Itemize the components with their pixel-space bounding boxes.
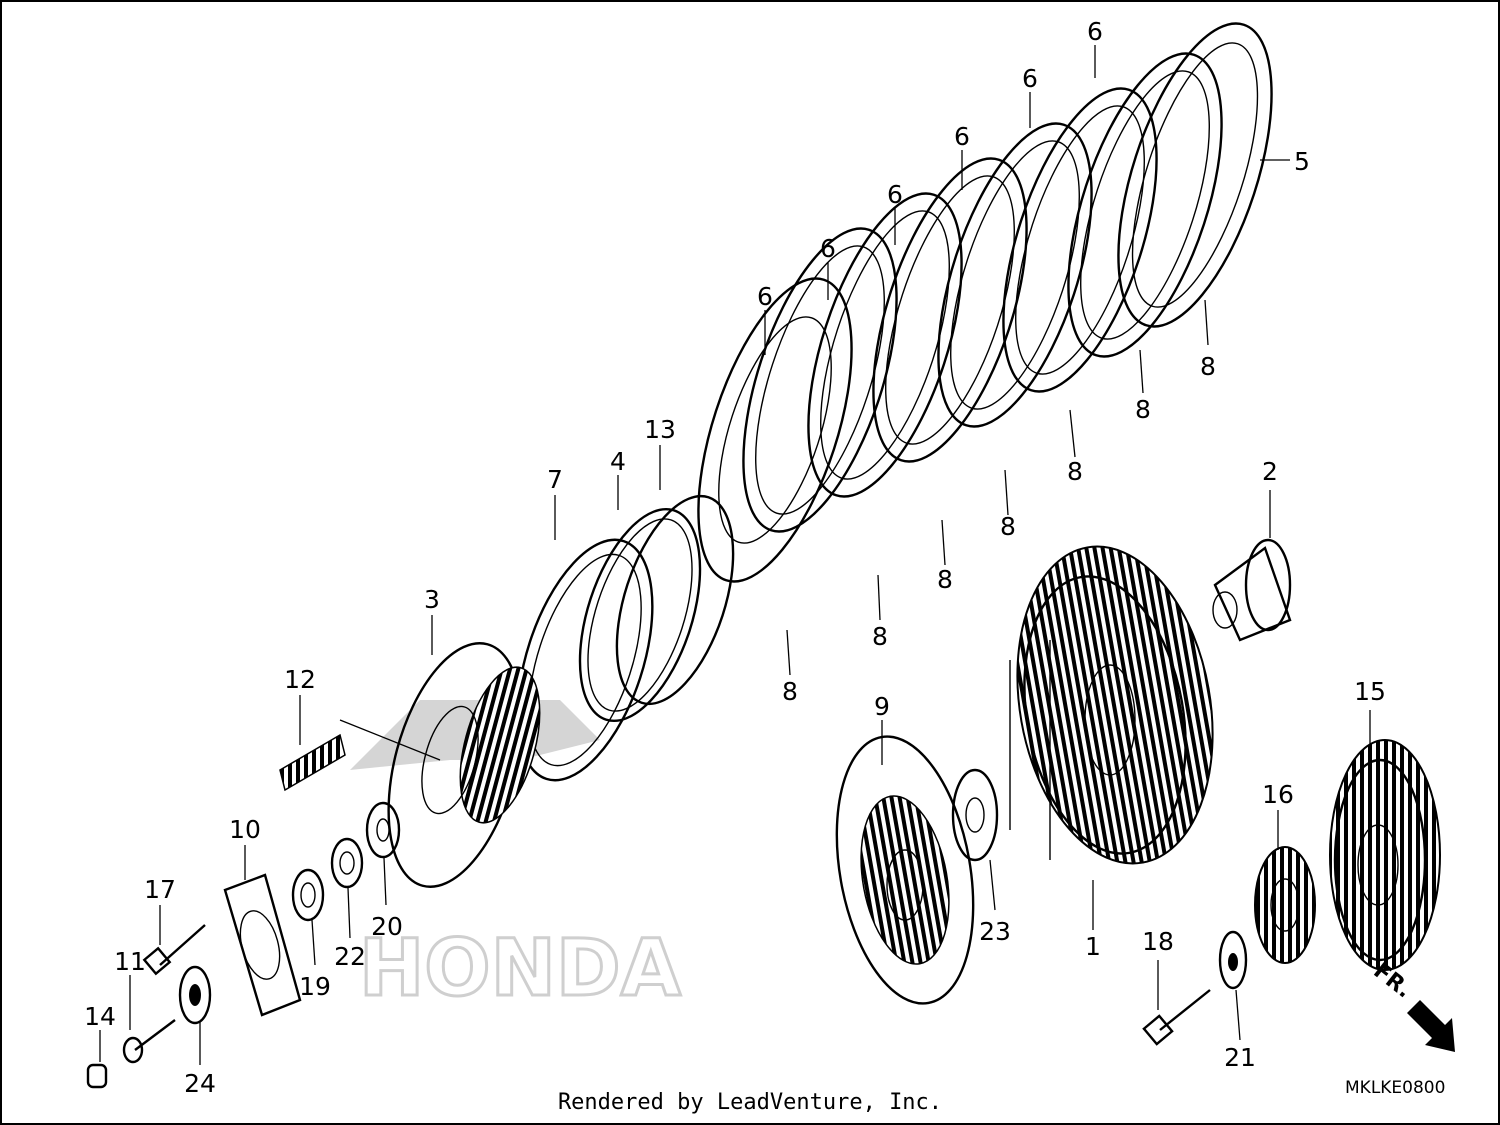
- clutch-plate-stack: [697, 52, 1223, 583]
- callout-13: 13: [644, 415, 676, 444]
- part-9-clutch-center[interactable]: [818, 726, 993, 1014]
- callout-8: 8: [1200, 352, 1216, 381]
- callout-8: 8: [1135, 395, 1151, 424]
- part-4-spring-seat[interactable]: [557, 494, 724, 735]
- part-7-plate[interactable]: [491, 523, 679, 797]
- part-22-washer[interactable]: [330, 837, 364, 889]
- part-21-washer[interactable]: [1218, 930, 1248, 990]
- callout-12: 12: [284, 665, 316, 694]
- callout-6: 6: [1087, 17, 1103, 46]
- part-19-nut[interactable]: [291, 868, 325, 922]
- callout-3: 3: [424, 585, 440, 614]
- part-15-gear[interactable]: [1329, 739, 1441, 971]
- part-13-ring[interactable]: [594, 482, 756, 718]
- callout-10: 10: [229, 815, 261, 844]
- part-17-bolt[interactable]: [142, 924, 206, 976]
- callout-4: 4: [610, 447, 626, 476]
- callout-labels: 6 6 6 6 6 6 5 8 8 8 8 8 8 8 13 4 7 3 2 1…: [84, 17, 1445, 1098]
- part-11-pin[interactable]: [122, 1019, 176, 1064]
- part-3-pressure-plate[interactable]: [365, 629, 555, 902]
- callout-8: 8: [1000, 512, 1016, 541]
- callout-16: 16: [1262, 780, 1294, 809]
- callout-24: 24: [184, 1069, 216, 1098]
- part-14-pin[interactable]: [86, 1063, 108, 1089]
- callout-1: 1: [1085, 932, 1101, 961]
- callout-17: 17: [144, 875, 176, 904]
- part-23-washer[interactable]: [951, 768, 999, 862]
- part-24-bearing[interactable]: [178, 965, 212, 1025]
- callout-11: 11: [114, 947, 146, 976]
- callout-14: 14: [84, 1002, 116, 1031]
- callout-23: 23: [979, 917, 1011, 946]
- footer-credit: Rendered by LeadVenture, Inc.: [557, 1090, 943, 1115]
- callout-2: 2: [1262, 457, 1278, 486]
- callout-8: 8: [937, 565, 953, 594]
- svg-text:HONDA: HONDA: [359, 924, 681, 1014]
- callout-19: 19: [299, 972, 331, 1001]
- part-5-friction-disc[interactable]: [1087, 6, 1303, 345]
- callout-6: 6: [820, 234, 836, 263]
- part-18-bolt[interactable]: [1142, 989, 1211, 1046]
- diagram-code: MKLKE0800: [1345, 1078, 1445, 1098]
- part-16-sprocket[interactable]: [1254, 846, 1316, 964]
- callout-6: 6: [887, 180, 903, 209]
- callout-8: 8: [872, 622, 888, 651]
- part-12-spring[interactable]: [279, 733, 346, 792]
- callout-20: 20: [371, 912, 403, 941]
- callout-15: 15: [1354, 677, 1386, 706]
- callout-7: 7: [547, 465, 563, 494]
- callout-22: 22: [334, 942, 366, 971]
- callout-6: 6: [1022, 64, 1038, 93]
- callout-18: 18: [1142, 927, 1174, 956]
- part-2-collar[interactable]: [1212, 538, 1292, 642]
- leader-lines: [99, 45, 1371, 1065]
- part-10-lifter-plate[interactable]: [223, 873, 302, 1017]
- callout-21: 21: [1224, 1043, 1256, 1072]
- callout-8: 8: [1067, 457, 1083, 486]
- callout-5: 5: [1294, 147, 1310, 176]
- part-20-washer[interactable]: [365, 801, 401, 859]
- callout-8: 8: [782, 677, 798, 706]
- callout-6: 6: [954, 122, 970, 151]
- part-1-clutch-outer[interactable]: [994, 531, 1237, 879]
- callout-6: 6: [757, 282, 773, 311]
- front-direction-arrow: FR.: [1369, 959, 1455, 1052]
- callout-9: 9: [874, 692, 890, 721]
